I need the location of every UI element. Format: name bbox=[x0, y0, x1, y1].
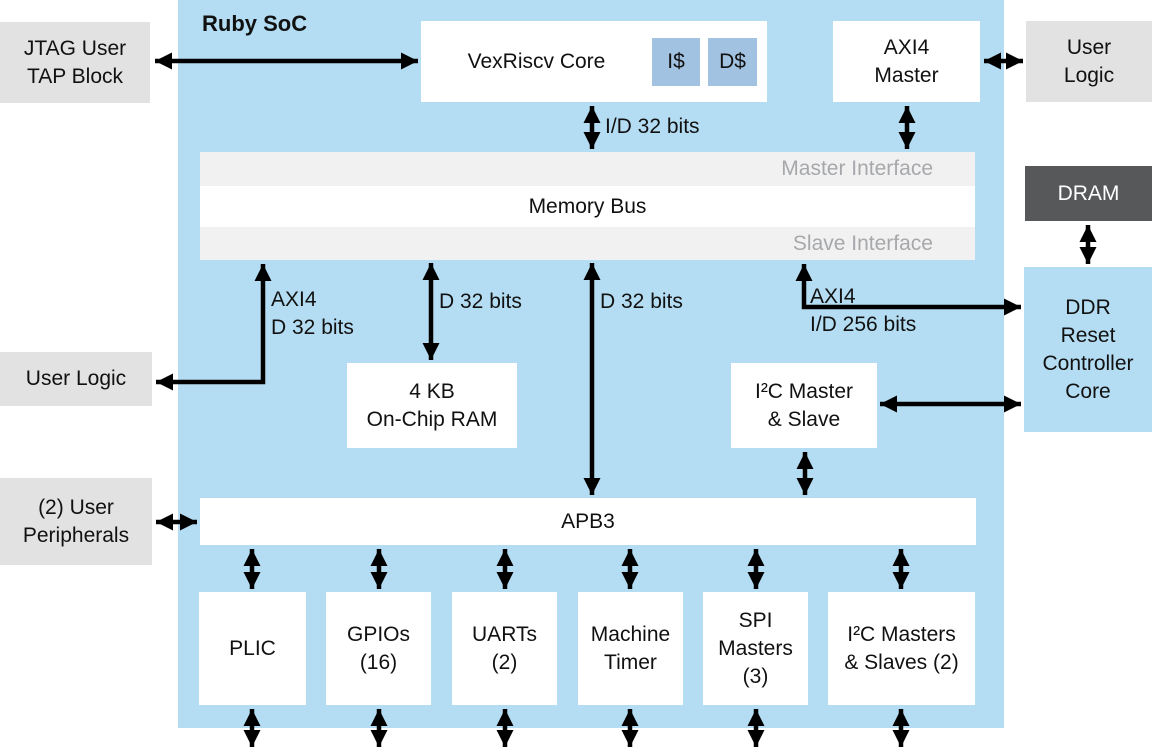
block-ddr-reset-controller: DDR Reset Controller Core bbox=[1024, 267, 1152, 432]
block-i2c-master-slave: I²C Master & Slave bbox=[731, 363, 877, 448]
soc-title: Ruby SoC bbox=[202, 11, 308, 36]
block-spi-masters: SPI Masters (3) bbox=[703, 592, 808, 705]
bus-label-cpu: I/D 32 bits bbox=[605, 115, 700, 138]
memory-bus: Memory Bus bbox=[200, 186, 975, 227]
dcache-block: D$ bbox=[708, 37, 757, 86]
memory-bus-master-interface: Master Interface bbox=[200, 152, 975, 186]
bus-label-ddr-axi: AXI4 I/D 256 bits bbox=[810, 285, 917, 336]
block-axi4-master: AXI4 Master bbox=[833, 21, 980, 102]
block-user-peripherals: (2) User Peripherals bbox=[0, 478, 152, 565]
bus-label-apb: D 32 bits bbox=[600, 290, 683, 313]
bus-label-ram: D 32 bits bbox=[439, 290, 522, 313]
block-vexriscv-core: VexRiscv Core I$ D$ bbox=[421, 21, 767, 102]
block-uarts: UARTs (2) bbox=[452, 592, 557, 705]
apb3-bus: APB3 bbox=[200, 498, 976, 545]
block-gpios: GPIOs (16) bbox=[326, 592, 431, 705]
block-dram: DRAM bbox=[1025, 166, 1152, 221]
block-i2c-masters-slaves: I²C Masters & Slaves (2) bbox=[828, 592, 975, 705]
block-plic: PLIC bbox=[199, 592, 306, 705]
block-jtag-tap: JTAG User TAP Block bbox=[0, 22, 150, 103]
memory-bus-slave-interface: Slave Interface bbox=[200, 227, 975, 260]
block-user-logic-left: User Logic bbox=[0, 352, 152, 406]
icache-block: I$ bbox=[652, 37, 700, 86]
block-machine-timer: Machine Timer bbox=[578, 592, 683, 705]
vexriscv-core-label: VexRiscv Core bbox=[467, 49, 606, 73]
bus-label-user-logic-axi: AXI4 D 32 bits bbox=[271, 288, 354, 339]
block-user-logic-top: User Logic bbox=[1026, 21, 1152, 102]
block-onchip-ram: 4 KB On-Chip RAM bbox=[347, 363, 517, 448]
